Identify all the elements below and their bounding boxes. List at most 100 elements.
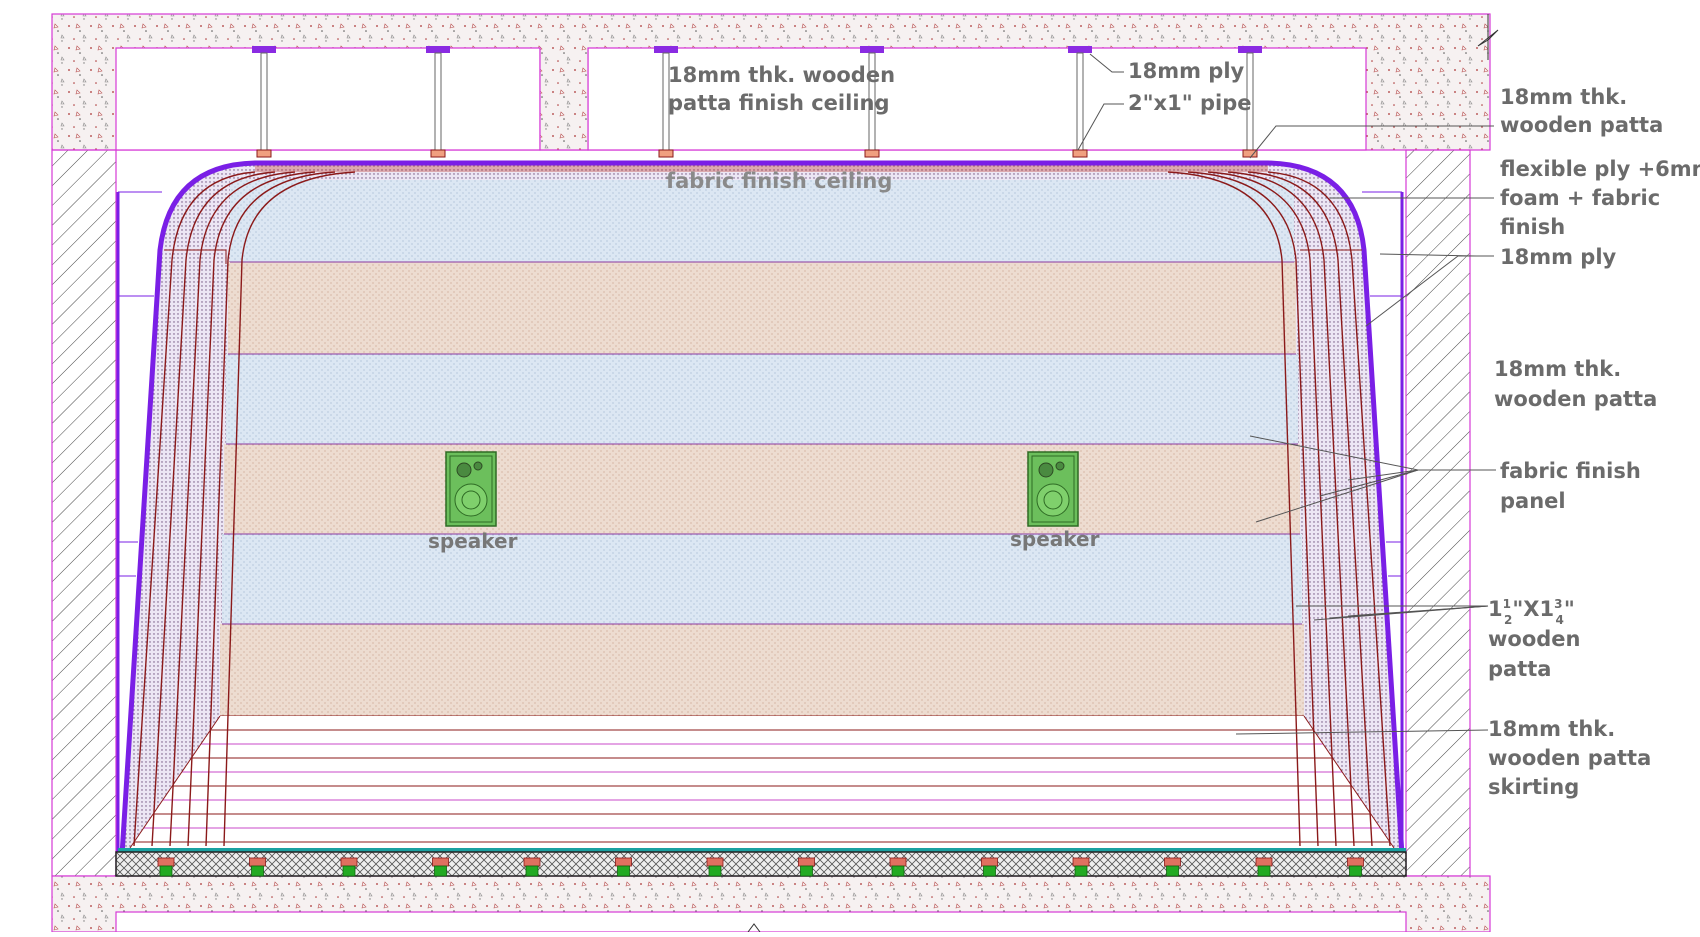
batten-top-13 <box>1255 857 1273 867</box>
batten-pad-9 <box>891 865 905 877</box>
hanger-ply-block <box>256 149 272 158</box>
hanger-pipe <box>1076 52 1084 151</box>
back-wall-band-2 <box>228 262 1296 354</box>
slab-downstand <box>539 48 589 151</box>
hanger-5 <box>1068 46 1092 158</box>
batten-pad-11 <box>1074 865 1088 877</box>
hanger-plate <box>860 46 884 53</box>
batten-top-4 <box>432 857 449 867</box>
ply-right-label: 18mm ply <box>1500 245 1617 269</box>
floor-lines <box>129 715 1395 849</box>
rib-left-2 <box>151 171 276 847</box>
hanger-1 <box>252 46 276 158</box>
ceiling-patta-label: 18mm thk. wooden patta finish ceiling <box>668 63 902 115</box>
fabric-panel-label: fabric finish panel <box>1500 459 1648 513</box>
rib-left-3 <box>169 171 296 847</box>
floor-edge-left <box>129 715 221 849</box>
floor-edge-right <box>1303 715 1395 849</box>
hanger-ply-block <box>430 149 446 158</box>
hanger-ply-block <box>1242 149 1258 158</box>
hanger-ply-block <box>658 149 674 158</box>
hanger-plate <box>252 46 276 53</box>
batten-top-6 <box>615 857 632 867</box>
speaker-left-label: speaker <box>428 529 518 553</box>
batten-top-3 <box>340 857 358 867</box>
hanger-pipe <box>260 52 268 151</box>
patta-right-top-label: 18mm thk. wooden patta <box>1500 85 1663 137</box>
hanger-4 <box>860 46 884 158</box>
pipe-label: 2"x1" pipe <box>1128 91 1251 115</box>
rib-right-2 <box>1247 171 1373 847</box>
back-wall-band-6 <box>220 624 1304 716</box>
rib-right-3 <box>1227 171 1355 847</box>
back-wall-band-3 <box>226 354 1298 444</box>
curved-ribs <box>133 171 1391 847</box>
hanger-2 <box>426 46 450 158</box>
batten-pad-8 <box>800 865 813 877</box>
rib-right-5 <box>1187 171 1319 847</box>
skirting-label: 18mm thk. wooden patta skirting <box>1488 717 1659 799</box>
batten-pad-7 <box>708 865 722 877</box>
patta-size-label-rest: wooden patta <box>1488 627 1588 681</box>
rib-right-1 <box>1267 171 1391 847</box>
break-line-icon <box>1477 14 1499 60</box>
back-wall-band-5 <box>222 534 1302 624</box>
speaker-right-label: speaker <box>1010 527 1100 551</box>
batten-pad-5 <box>525 865 539 877</box>
arrow-up-icon <box>747 923 761 933</box>
fabric-ceiling-label: fabric finish ceiling <box>666 169 892 193</box>
batten-pad-3 <box>342 865 356 877</box>
hanger-plate <box>426 46 450 53</box>
hanger-plate <box>1068 46 1092 53</box>
floor-base <box>115 851 1407 877</box>
batten-pad-2 <box>251 865 264 877</box>
speaker-left-icon <box>445 451 497 527</box>
hanger-ply-block <box>864 149 880 158</box>
bottom-opening <box>115 911 1407 933</box>
batten-top-12 <box>1164 857 1181 867</box>
hanger-pipe <box>434 52 442 151</box>
ceiling-pocket-left <box>115 47 541 151</box>
left-wall <box>51 149 117 877</box>
rib-left-1 <box>133 171 256 847</box>
right-wall <box>1405 149 1471 877</box>
hanger-ply-block <box>1072 149 1088 158</box>
hanger-6 <box>1238 46 1262 158</box>
floor-area <box>130 716 1394 848</box>
batten-pad-13 <box>1257 865 1271 877</box>
batten-top-8 <box>798 857 815 867</box>
batten-top-1 <box>157 857 175 867</box>
hanger-plate <box>654 46 678 53</box>
hanger-plate <box>1238 46 1262 53</box>
back-wall-band-1 <box>230 180 1294 262</box>
batten-pad-10 <box>983 865 996 877</box>
batten-pad-1 <box>159 865 173 877</box>
batten-top-9 <box>889 857 907 867</box>
batten-pad-12 <box>1166 865 1179 877</box>
rib-left-6 <box>223 171 356 847</box>
batten-top-10 <box>981 857 998 867</box>
floor-battens <box>157 857 1364 877</box>
batten-pad-4 <box>434 865 447 877</box>
batten-top-2 <box>249 857 266 867</box>
batten-top-11 <box>1072 857 1090 867</box>
back-wall-band-4 <box>224 444 1300 534</box>
patta-right-mid-label: 18mm thk. wooden patta <box>1494 357 1657 411</box>
rib-left-5 <box>205 171 336 847</box>
rib-left-cap <box>164 249 227 264</box>
batten-top-14 <box>1347 857 1364 867</box>
ply-top-label: 18mm ply <box>1128 59 1245 83</box>
batten-lines <box>118 191 1402 577</box>
flex-ply-label: flexible ply +6mm foam + fabric finish <box>1500 157 1700 239</box>
floor-base-line <box>118 848 1406 852</box>
batten-top-7 <box>706 857 724 867</box>
batten-pad-14 <box>1349 865 1362 877</box>
ceiling-hangers <box>252 46 1262 158</box>
batten-top-5 <box>523 857 541 867</box>
rib-left-4 <box>187 171 316 847</box>
rib-right-4 <box>1207 171 1337 847</box>
rib-right-6 <box>1167 171 1301 847</box>
leader-lines <box>1077 53 1496 735</box>
